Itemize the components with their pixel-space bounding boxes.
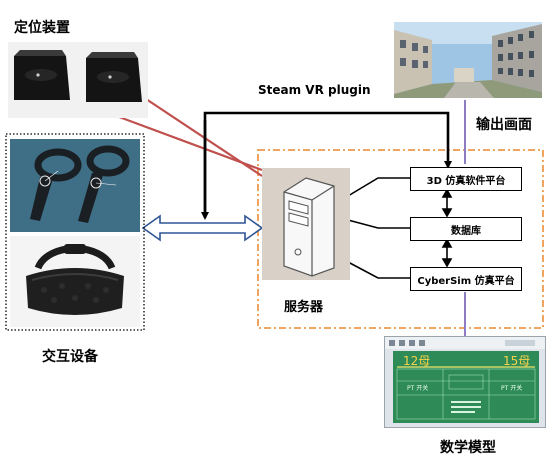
model-tag-left: 12母 [403,354,431,368]
server-photo [262,168,350,280]
positioning-label: 定位装置 [14,20,70,36]
interaction-label: 交互设备 [42,349,98,365]
math-model-label: 数学模型 [440,440,496,456]
model-canvas: 12母 15母 PT 开关 PT 开关 [393,351,539,423]
server-to-cybersim [347,261,410,279]
db-3d-double-arrow [441,188,453,218]
server-to-3d [347,177,410,197]
model-cell-left: PT 开关 [407,385,429,392]
base-station-right-icon [86,52,142,102]
server-tower-icon [283,177,335,277]
base-station-left-icon [14,50,70,100]
model-cell-right: PT 开关 [501,385,523,392]
headset-photo [10,236,140,327]
output-scene-photo [394,22,542,98]
sim3d-platform-box: 3D 仿真软件平台 [410,167,522,191]
positioning-devices-photo [8,42,148,118]
vr-headset-icon [26,244,124,315]
db-cybersim-double-arrow [441,238,453,268]
interaction-dotted-frame [5,133,145,331]
platform-dashed-frame [257,149,544,329]
model-grid [396,366,536,420]
math-model-screen: 12母 15母 PT 开关 PT 开关 [384,336,546,428]
sensor-link-right [139,94,263,177]
controller-left-icon [30,148,82,221]
controllers-photo [10,139,140,232]
database-box: 数据库 [410,217,522,241]
steamvr-label: Steam VR plugin [258,83,371,97]
controller-right-icon [78,145,130,223]
cybersim-platform-box: CyberSim 仿真平台 [410,267,522,291]
interaction-server-arrow [141,214,264,242]
server-label: 服务器 [284,300,324,315]
model-toolbar [385,337,545,349]
model-tag-right: 15母 [503,354,531,368]
output-label: 输出画面 [476,117,532,133]
server-to-db [347,219,410,229]
